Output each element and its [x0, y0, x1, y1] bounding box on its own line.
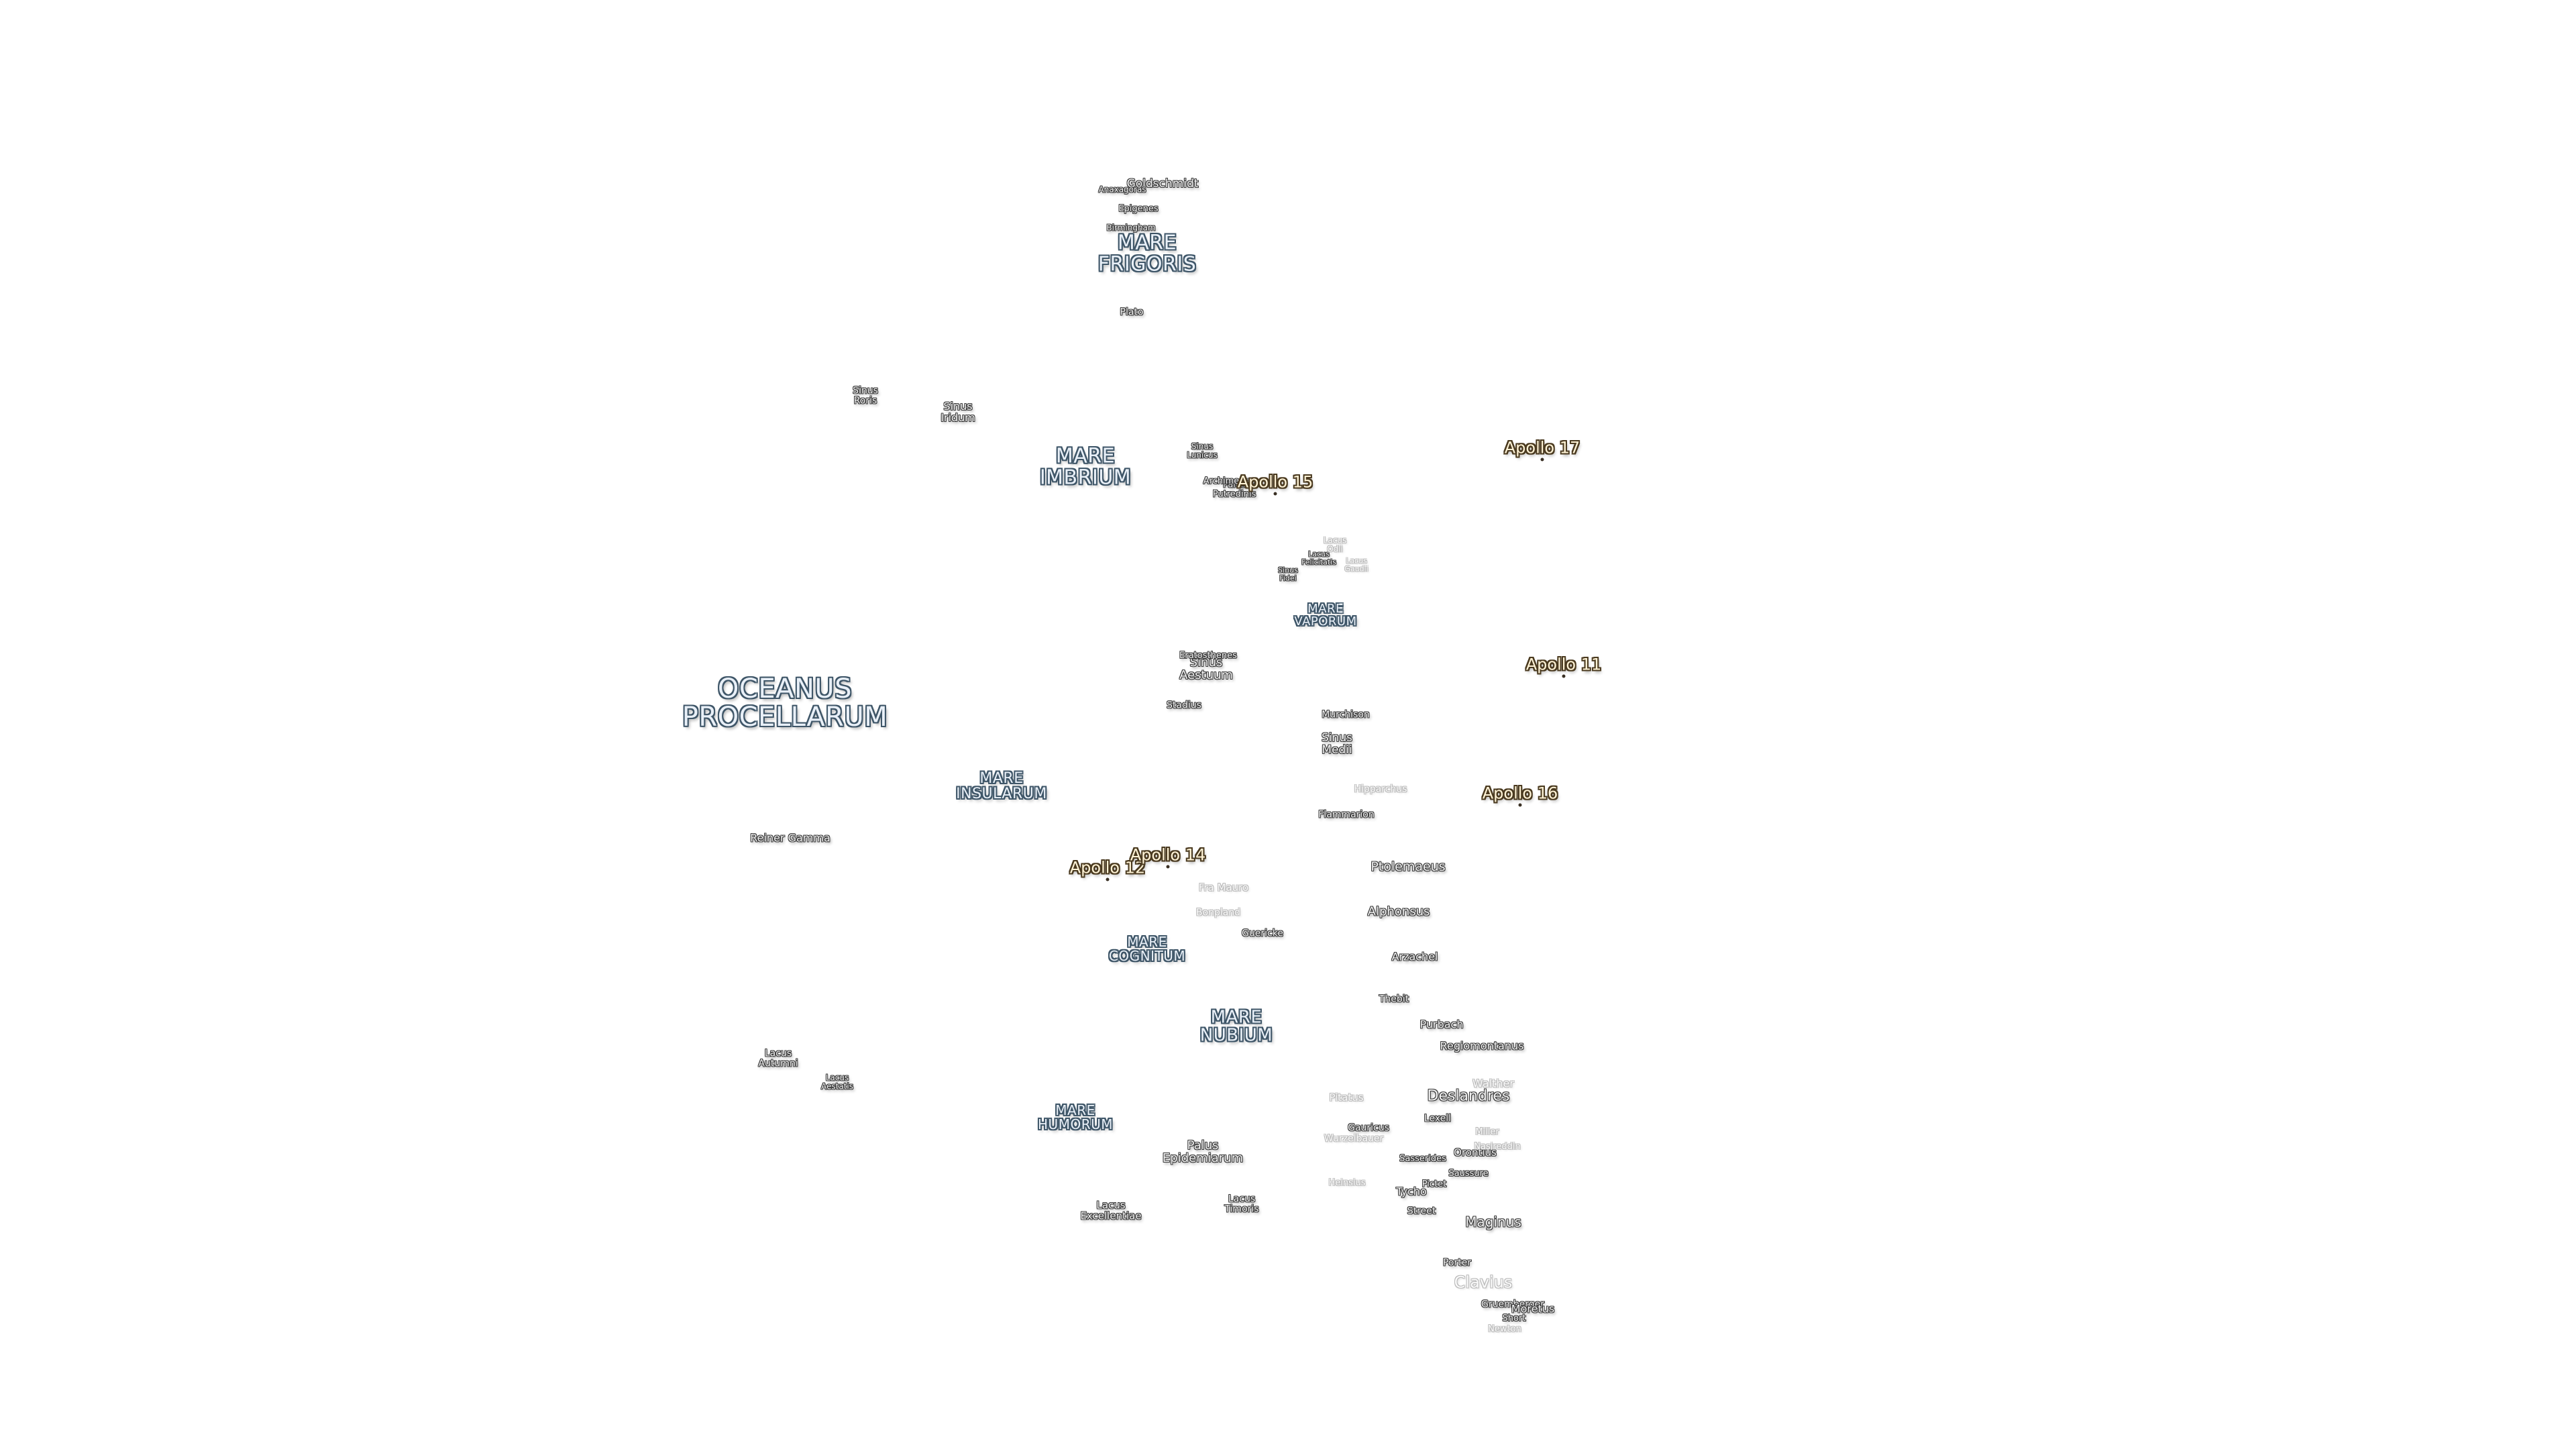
- map-label-flammarion[interactable]: Flammarion: [1318, 809, 1375, 820]
- map-label-wurzelbauer[interactable]: Wurzelbauer: [1324, 1133, 1384, 1144]
- apollo-site-label-apollo-16[interactable]: Apollo 16: [1482, 784, 1558, 803]
- landing-site-marker-icon: [1273, 492, 1277, 496]
- map-label-porter[interactable]: Porter: [1442, 1257, 1472, 1269]
- map-label-bonpland[interactable]: Bonpland: [1195, 907, 1241, 918]
- map-label-mare-imbrium[interactable]: MARE IMBRIUM: [1039, 444, 1132, 489]
- map-label-sinus-medii[interactable]: Sinus Medii: [1322, 731, 1352, 757]
- map-label-maginus[interactable]: Maginus: [1465, 1214, 1521, 1230]
- map-label-short[interactable]: Short: [1502, 1313, 1526, 1324]
- map-label-moretus[interactable]: Moretus: [1511, 1302, 1555, 1316]
- map-label-reiner-gamma[interactable]: Reiner Gamma: [750, 831, 830, 845]
- map-label-tycho[interactable]: Tycho: [1396, 1185, 1427, 1198]
- map-label-stadius[interactable]: Stadius: [1167, 700, 1201, 711]
- landing-site-marker-icon: [1562, 674, 1566, 678]
- map-label-sinus-aestuum[interactable]: Sinus Aestuum: [1179, 655, 1233, 682]
- map-label-thebit[interactable]: Thebit: [1379, 994, 1409, 1005]
- map-label-birmingham[interactable]: Birmingham: [1106, 223, 1156, 233]
- map-label-sasserides[interactable]: Sasserides: [1399, 1154, 1446, 1165]
- map-label-hipparchus[interactable]: Hipparchus: [1354, 784, 1407, 795]
- map-label-mare-vaporum[interactable]: MARE VAPORUM: [1294, 602, 1357, 629]
- map-label-fra-mauro[interactable]: Fra Mauro: [1198, 881, 1249, 894]
- map-label-guericke[interactable]: Guericke: [1242, 928, 1283, 939]
- map-label-sinus-iridum[interactable]: Sinus Iridum: [941, 400, 975, 424]
- map-label-orontius[interactable]: Orontius: [1454, 1146, 1497, 1159]
- map-label-regiomontanus[interactable]: Regiomontanus: [1440, 1039, 1524, 1053]
- map-label-eratosthenes[interactable]: Eratosthenes: [1179, 651, 1237, 661]
- landing-site-marker-icon: [1518, 803, 1522, 807]
- map-label-heinsius[interactable]: Heinsius: [1328, 1178, 1366, 1189]
- map-label-saussure[interactable]: Saussure: [1448, 1169, 1489, 1179]
- map-label-mare-cognitum[interactable]: MARE COGNITUM: [1108, 934, 1186, 964]
- map-label-deslandres[interactable]: Deslandres: [1427, 1087, 1510, 1105]
- map-label-epigenes[interactable]: Epigenes: [1118, 204, 1159, 215]
- map-label-clavius[interactable]: Clavius: [1454, 1273, 1513, 1292]
- apollo-site-label-apollo-12[interactable]: Apollo 12: [1069, 858, 1146, 877]
- apollo-site-label-apollo-15[interactable]: Apollo 15: [1237, 472, 1313, 492]
- landing-site-marker-icon: [1166, 865, 1170, 869]
- map-label-lacus-felicitatis[interactable]: Lacus Felicitatis: [1301, 549, 1336, 566]
- map-label-lacus-gaudii[interactable]: Lacus Gaudii: [1344, 556, 1368, 573]
- map-label-archimedes[interactable]: Archimedes: [1203, 476, 1255, 487]
- map-label-sinus-roris[interactable]: Sinus Roris: [853, 385, 878, 406]
- map-label-lacus-autumni[interactable]: Lacus Autumni: [758, 1048, 798, 1069]
- map-label-lexell[interactable]: Lexell: [1424, 1113, 1452, 1124]
- map-label-sinus-fidei[interactable]: Sinus Fidei: [1278, 566, 1298, 582]
- map-label-mare-nubium[interactable]: MARE NUBIUM: [1199, 1007, 1273, 1046]
- map-label-murchison[interactable]: Murchison: [1322, 709, 1370, 720]
- map-label-pictet[interactable]: Pictet: [1421, 1179, 1447, 1190]
- map-label-mare-frigoris[interactable]: MARE FRIGORIS: [1097, 231, 1197, 276]
- map-label-gauricus[interactable]: Gauricus: [1348, 1122, 1389, 1134]
- landing-site-marker-icon: [1540, 458, 1544, 462]
- map-label-nasireddin[interactable]: Nasireddin: [1474, 1142, 1521, 1152]
- map-label-plato[interactable]: Plato: [1120, 307, 1144, 318]
- map-label-palus-putredinis[interactable]: Palus Putredinis: [1212, 480, 1256, 499]
- map-label-gruemberger[interactable]: Gruemberger: [1481, 1299, 1544, 1310]
- map-label-walther[interactable]: Walther: [1472, 1077, 1514, 1090]
- map-label-mare-humorum[interactable]: MARE HUMORUM: [1038, 1102, 1113, 1132]
- map-label-mare-insularum[interactable]: MARE INSULARUM: [956, 769, 1047, 802]
- map-label-lacus-aestatis[interactable]: Lacus Aestatis: [821, 1073, 853, 1091]
- map-label-goldschmidt[interactable]: Goldschmidt: [1126, 177, 1199, 191]
- map-label-newton[interactable]: Newton: [1488, 1324, 1521, 1335]
- map-label-alphonsus[interactable]: Alphonsus: [1367, 904, 1430, 919]
- map-label-palus-epidemiarum[interactable]: Palus Epidemiarum: [1162, 1138, 1244, 1165]
- map-label-purbach[interactable]: Purbach: [1419, 1018, 1464, 1031]
- map-label-lacus-timoris[interactable]: Lacus Timoris: [1224, 1193, 1259, 1214]
- map-label-arzachel[interactable]: Arzachel: [1391, 950, 1438, 963]
- map-label-street[interactable]: Street: [1407, 1205, 1436, 1217]
- map-label-sinus-lunicus[interactable]: Sinus Lunicus: [1187, 441, 1218, 460]
- map-label-anaxagoras[interactable]: Anaxagoras: [1098, 184, 1146, 195]
- landing-site-marker-icon: [1106, 877, 1110, 881]
- apollo-site-label-apollo-14[interactable]: Apollo 14: [1130, 845, 1206, 865]
- map-label-lacus-odii[interactable]: Lacus Odii: [1323, 535, 1347, 553]
- apollo-site-label-apollo-11[interactable]: Apollo 11: [1525, 655, 1602, 674]
- map-label-oceanus-procellarum[interactable]: OCEANUS PROCELLARUM: [682, 674, 888, 733]
- map-label-pitatus[interactable]: Pitatus: [1329, 1091, 1364, 1104]
- apollo-site-label-apollo-17[interactable]: Apollo 17: [1504, 438, 1580, 458]
- map-label-miller[interactable]: Miller: [1475, 1127, 1499, 1138]
- map-label-ptolemaeus[interactable]: Ptolemaeus: [1371, 859, 1446, 875]
- map-label-lacus-excellentiae[interactable]: Lacus Excellentiae: [1080, 1199, 1142, 1222]
